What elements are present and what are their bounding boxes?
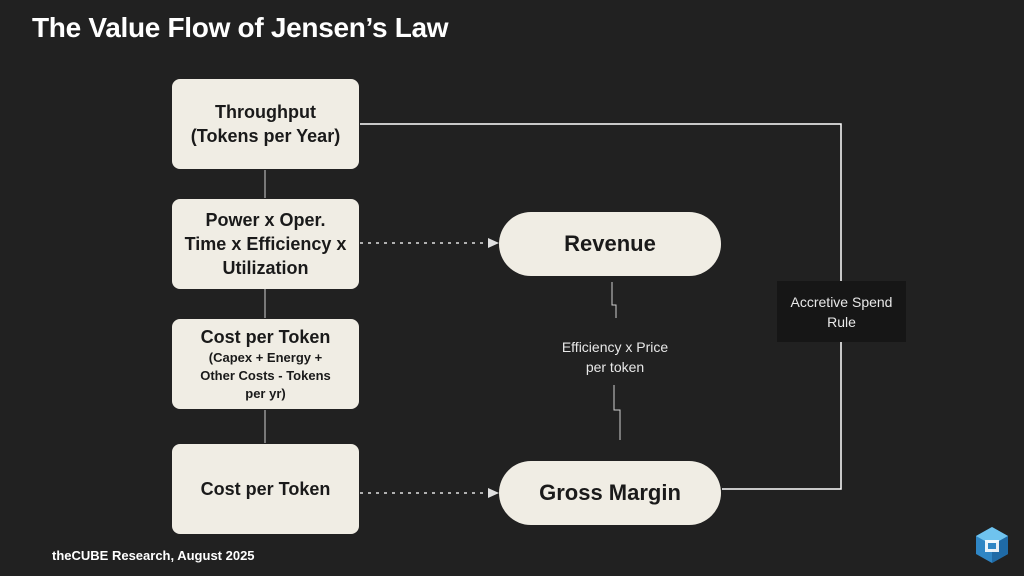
connector-margin-lower [613,385,621,440]
power-line2: Time x Efficiency x [184,234,347,254]
footer-source: theCUBE Research, August 2025 [52,548,255,563]
arrowhead-revenue [488,238,499,248]
node-power: Power x Oper. Time x Efficiency x Utiliz… [172,199,359,289]
cost-detail-line1: (Capex + Energy + [208,350,323,365]
page-title: The Value Flow of Jensen’s Law [32,12,449,43]
efficiency-label: Efficiency x Price per token [540,337,690,377]
node-gross-margin: Gross Margin [499,461,721,525]
efficiency-line1: Efficiency x Price [561,339,669,355]
node-throughput: Throughput (Tokens per Year) [172,79,359,169]
throughput-line1: Throughput [215,102,316,122]
arrowhead-margin [488,488,499,498]
node-revenue: Revenue [499,212,721,276]
accretive-line1: Accretive Spend [790,293,893,310]
cost-detail-line3: per yr) [245,386,286,401]
efficiency-line2: per token [585,359,645,375]
accretive-spend-label: Accretive Spend Rule [777,281,906,342]
throughput-line2: (Tokens per Year) [190,126,341,146]
node-cost-per-token-detail: Cost per Token (Capex + Energy + Other C… [172,319,359,409]
loop-throughput-to-margin [360,123,842,490]
cost-per-token-label: Cost per Token [200,479,331,499]
cost-detail-title: Cost per Token [200,327,331,347]
power-line1: Power x Oper. [205,210,326,230]
accretive-line2: Rule [827,313,856,330]
node-cost-per-token: Cost per Token [172,444,359,534]
power-line3: Utilization [222,258,309,278]
cube-logo-icon [976,527,1008,563]
connector-revenue-upper [611,282,617,318]
cost-detail-line2: Other Costs - Tokens [200,368,331,383]
